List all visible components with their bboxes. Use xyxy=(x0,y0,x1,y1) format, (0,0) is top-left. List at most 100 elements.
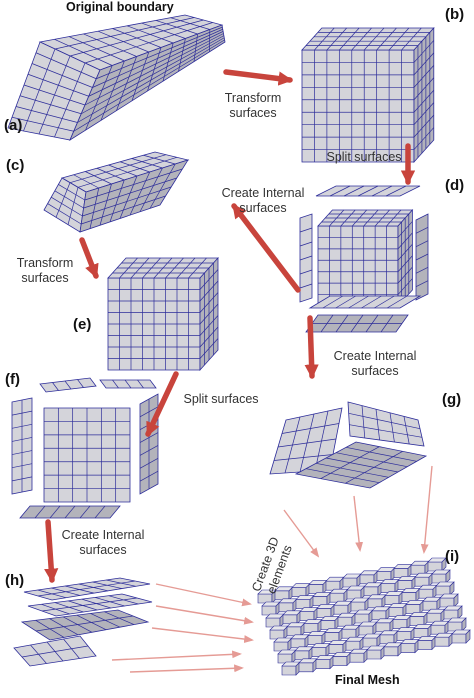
step-transform-surfaces-1: Transform surfaces xyxy=(218,91,288,121)
panel-label-e: (e) xyxy=(73,316,91,333)
mesh-element-front xyxy=(410,616,424,625)
mesh-element-front xyxy=(334,605,348,614)
mesh-element-front xyxy=(283,615,297,624)
panel-label-h: (h) xyxy=(5,572,24,589)
mesh-element-front xyxy=(355,614,369,623)
shape-d-bottom-slab xyxy=(310,296,420,308)
mesh-element-front xyxy=(428,562,442,571)
arrow-a-to-b xyxy=(226,72,290,80)
shape-b-cube-side-face xyxy=(414,28,434,162)
step-line: surfaces xyxy=(79,543,126,557)
panel-label-g: (g) xyxy=(442,391,461,408)
mesh-element-front xyxy=(282,666,296,675)
shape-h-slab-3-face xyxy=(22,610,148,640)
mesh-element-front xyxy=(292,588,306,597)
step-create-internal-1: Create Internal surfaces xyxy=(208,186,318,216)
mesh-element-front xyxy=(360,575,374,584)
mesh-element-front xyxy=(304,624,318,633)
mesh-element-front xyxy=(325,632,339,641)
mesh-element-front xyxy=(419,589,433,598)
mesh-element-front xyxy=(329,644,343,653)
shape-b-cube-front xyxy=(302,50,414,162)
mesh-element-front xyxy=(385,596,399,605)
mesh-element-front xyxy=(372,611,386,620)
mesh-element-front xyxy=(398,580,412,589)
shape-d-top-slab xyxy=(316,186,420,196)
step-create-internal-3: Create Internal surfaces xyxy=(48,528,158,558)
mesh-element-front xyxy=(291,639,305,648)
mesh-element-front xyxy=(393,620,407,629)
shape-d-base-slab xyxy=(306,315,408,332)
mesh-element-front xyxy=(351,602,365,611)
shape-i-final-mesh xyxy=(258,558,470,675)
shape-f-bottom xyxy=(20,506,120,518)
step-transform-surfaces-2: Transform surfaces xyxy=(10,256,80,286)
mesh-element-front xyxy=(296,600,310,609)
shape-d-right-slab xyxy=(416,214,428,300)
step-line: Create Internal xyxy=(62,528,145,542)
panel-label-a: (a) xyxy=(4,117,22,134)
shape-f-right xyxy=(140,394,158,494)
shape-d-core-front-face xyxy=(318,226,398,306)
mesh-element-front xyxy=(423,601,437,610)
step-split-surfaces-2: Split surfaces xyxy=(176,392,266,407)
step-line: surfaces xyxy=(229,106,276,120)
mesh-element-front xyxy=(312,648,326,657)
mesh-element-front xyxy=(406,604,420,613)
mesh-element-front xyxy=(452,634,466,643)
mesh-element-front xyxy=(381,584,395,593)
mesh-element-front xyxy=(435,637,449,646)
mesh-element-front xyxy=(347,590,361,599)
shape-b-cube-side xyxy=(414,28,434,162)
mesh-element-front xyxy=(377,572,391,581)
shape-h-slab-3 xyxy=(22,610,148,640)
mesh-element-front xyxy=(313,596,327,605)
mesh-element-front xyxy=(444,610,458,619)
panel-label-b: (b) xyxy=(445,6,464,23)
mesh-element-front xyxy=(440,598,454,607)
mesh-element-front xyxy=(342,629,356,638)
panel-label-f: (f) xyxy=(5,371,20,388)
mesh-element-front xyxy=(432,574,446,583)
shape-b-cube-top xyxy=(302,28,434,50)
mesh-element-front xyxy=(308,636,322,645)
step-line: surfaces xyxy=(351,364,398,378)
step-line: Split surfaces xyxy=(326,150,401,164)
mesh-element-front xyxy=(330,593,344,602)
mesh-element-front xyxy=(287,627,301,636)
arrow-h-to-i-4 xyxy=(112,654,240,660)
mesh-element-front xyxy=(295,651,309,660)
mesh-element-front xyxy=(333,656,347,665)
shape-g-right xyxy=(348,402,424,446)
mesh-element-front xyxy=(299,663,313,672)
shape-e-cube-top xyxy=(108,258,218,278)
mesh-element-front xyxy=(321,620,335,629)
step-line: Create Internal xyxy=(222,186,305,200)
mesh-element-front xyxy=(350,653,364,662)
shape-h-slab-4 xyxy=(14,636,96,666)
shape-d-core-top xyxy=(318,210,412,226)
step-create-internal-2: Create Internal surfaces xyxy=(320,349,430,379)
arrow-c-to-e xyxy=(82,240,96,276)
arrow-h-to-i-2 xyxy=(156,606,252,622)
panel-label-d: (d) xyxy=(445,177,464,194)
mesh-element-front xyxy=(338,617,352,626)
mesh-element-front xyxy=(346,641,360,650)
shape-e-cube-side xyxy=(200,258,218,370)
step-line: Transform xyxy=(17,256,74,270)
mesh-element-front xyxy=(427,613,441,622)
arrow-h-to-i-5 xyxy=(130,668,242,672)
step-line: Create Internal xyxy=(334,349,417,363)
shape-f-top-right xyxy=(100,380,156,388)
mesh-element-front xyxy=(368,599,382,608)
mesh-element-front xyxy=(402,592,416,601)
mesh-element-front xyxy=(389,608,403,617)
mesh-element-front xyxy=(300,612,314,621)
mesh-element-front xyxy=(415,577,429,586)
mesh-element-front xyxy=(343,578,357,587)
shape-b-cube-front-face xyxy=(302,50,414,162)
mesh-element-front xyxy=(380,635,394,644)
shape-f-top-left xyxy=(40,378,96,392)
step-split-surfaces-1: Split surfaces xyxy=(314,150,414,165)
